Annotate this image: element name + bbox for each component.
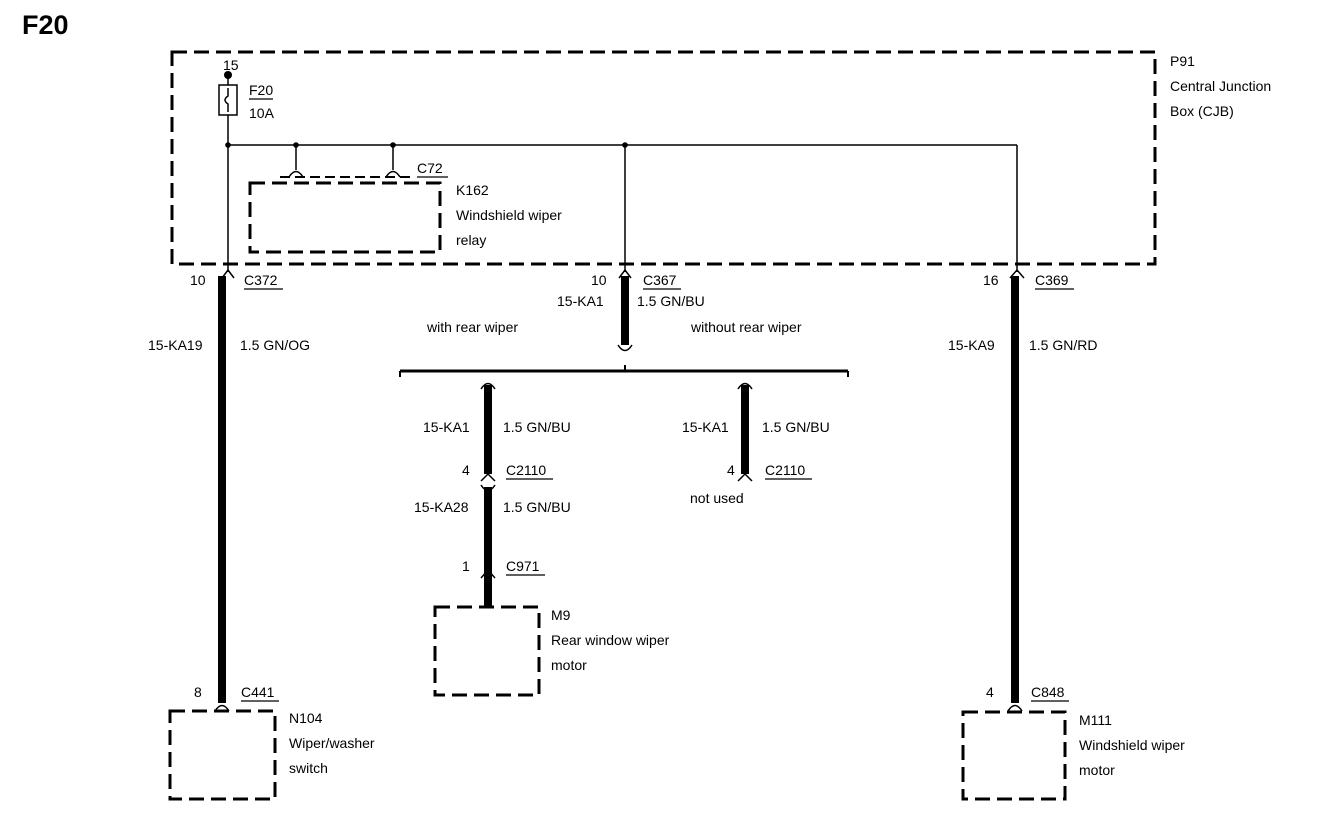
rear-pin-2: 1 xyxy=(462,558,470,574)
relay-box xyxy=(248,181,442,254)
relay-ref: K162 xyxy=(456,182,489,198)
right-pin-top: 16 xyxy=(983,272,999,288)
connector-pin-icon xyxy=(737,472,753,482)
switch-box xyxy=(168,709,277,801)
connector-pin-icon xyxy=(480,472,496,482)
ws-motor-ref: M111 xyxy=(1079,712,1112,728)
fuse-pin: 15 xyxy=(223,57,239,73)
switch-name-line2: switch xyxy=(289,760,328,776)
norear-note: not used xyxy=(690,490,744,506)
norear-connector: C2110 xyxy=(765,462,805,478)
connector-pin-icon xyxy=(618,268,632,279)
relay-name-line1: Windshield wiper xyxy=(456,207,562,223)
switch-ref: N104 xyxy=(289,710,323,726)
left-connector-bottom: C441 xyxy=(241,684,275,700)
right-circuit: 15-KA9 xyxy=(948,337,995,353)
mid-connector-top: C367 xyxy=(643,272,677,288)
left-pin-top: 10 xyxy=(190,272,206,288)
connector-pin-icon xyxy=(617,344,633,352)
bus-junction-dot xyxy=(225,142,231,148)
ws-motor-box xyxy=(961,710,1067,801)
switch-name-line1: Wiper/washer xyxy=(289,735,375,751)
rear-spec: 1.5 GN/BU xyxy=(503,419,571,435)
relay-connector: C72 xyxy=(417,160,443,176)
connector-pin-icon xyxy=(480,382,496,390)
connector-pin-icon xyxy=(288,170,304,178)
cjb-ref: P91 xyxy=(1170,53,1195,69)
connector-pin-icon xyxy=(221,268,235,279)
mid-circuit: 15-KA1 xyxy=(557,293,604,309)
left-spec: 1.5 GN/OG xyxy=(240,337,310,353)
right-connector-bottom: C848 xyxy=(1031,684,1065,700)
connector-pin-icon xyxy=(385,170,401,178)
rear-motor-box xyxy=(433,605,541,697)
right-pin-bottom: 4 xyxy=(986,684,994,700)
connector-pin-icon xyxy=(737,382,753,390)
right-spec: 1.5 GN/RD xyxy=(1029,337,1097,353)
option-with-rear-wiper: with rear wiper xyxy=(426,319,518,335)
cjb-name-line1: Central Junction xyxy=(1170,78,1271,94)
rear-motor-name-line1: Rear window wiper xyxy=(551,632,670,648)
mid-spec: 1.5 GN/BU xyxy=(637,293,705,309)
rear-circuit: 15-KA1 xyxy=(423,419,470,435)
fuse-rating: 10A xyxy=(249,105,275,121)
left-pin-bottom: 8 xyxy=(194,684,202,700)
option-without-rear-wiper: without rear wiper xyxy=(690,319,802,335)
left-connector-top: C372 xyxy=(244,272,278,288)
norear-circuit: 15-KA1 xyxy=(682,419,729,435)
rear-connector-2: C971 xyxy=(506,558,540,574)
diagram-title: F20 xyxy=(22,10,69,40)
ws-motor-name-line1: Windshield wiper xyxy=(1079,737,1185,753)
rear-motor-name-line2: motor xyxy=(551,657,587,673)
norear-spec: 1.5 GN/BU xyxy=(762,419,830,435)
connector-pin-icon xyxy=(1007,704,1023,712)
cjb-name-line2: Box (CJB) xyxy=(1170,103,1234,119)
relay-name-line2: relay xyxy=(456,232,486,248)
ws-motor-name-line2: motor xyxy=(1079,762,1115,778)
right-connector-top: C369 xyxy=(1035,272,1069,288)
norear-pin: 4 xyxy=(727,462,735,478)
rear-connector: C2110 xyxy=(506,462,546,478)
cjb-box xyxy=(170,50,1157,266)
connector-pin-icon xyxy=(480,568,496,579)
connector-pin-icon xyxy=(1009,268,1025,279)
left-circuit: 15-KA19 xyxy=(148,337,203,353)
rear-pin: 4 xyxy=(462,462,470,478)
rear-spec-2: 1.5 GN/BU xyxy=(503,499,571,515)
fuse-ref: F20 xyxy=(249,82,273,98)
mid-pin-top: 10 xyxy=(591,272,607,288)
connector-pin-icon xyxy=(214,704,230,712)
rear-circuit-2: 15-KA28 xyxy=(414,499,469,515)
fuse-element-icon xyxy=(224,88,229,112)
rear-motor-ref: M9 xyxy=(551,607,571,623)
